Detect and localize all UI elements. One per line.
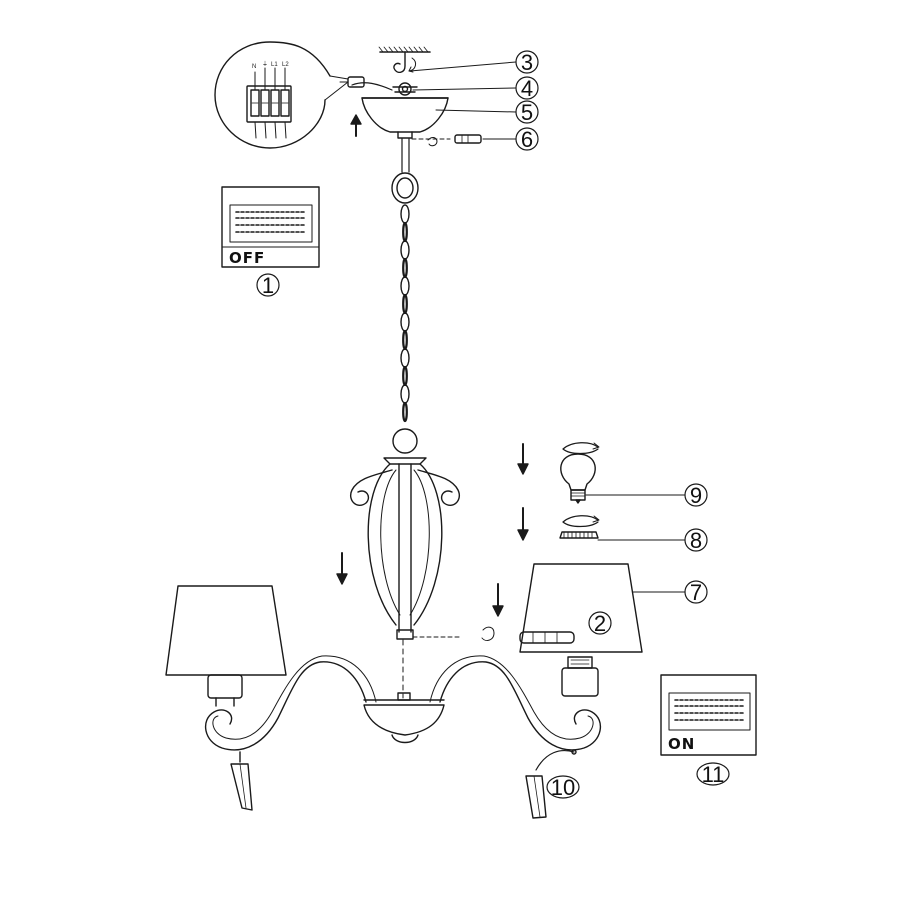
leader-lines <box>409 61 686 593</box>
callout-circle-8 <box>684 528 708 552</box>
down-arrow-body <box>336 552 348 585</box>
left-crystal <box>230 751 253 811</box>
callout-4: 4 <box>521 76 533 101</box>
body-screw <box>481 626 575 644</box>
callout-circle-9 <box>684 483 708 507</box>
chain-link <box>400 384 410 404</box>
chain-link <box>402 293 408 315</box>
canopy <box>361 97 449 139</box>
canopy-screw <box>411 134 482 147</box>
down-arrow-screw <box>492 583 504 617</box>
callout-3: 3 <box>521 50 533 75</box>
callout-circle-3 <box>515 50 539 74</box>
light-bulb <box>560 442 600 504</box>
ceiling-hatch <box>378 46 431 53</box>
terminal-inset <box>214 41 349 149</box>
right-lampholder <box>561 656 599 697</box>
chain-link <box>400 348 410 368</box>
terminal-label-l2: L2 <box>282 62 289 68</box>
chain-link <box>400 240 410 260</box>
switch-box-off <box>221 186 320 268</box>
callout-circle-5 <box>515 100 539 124</box>
exploded-shade <box>519 563 643 653</box>
callout-7: 7 <box>690 580 702 605</box>
chain-link <box>402 329 408 351</box>
callout-circle-6 <box>515 127 539 151</box>
chain-link <box>402 221 408 243</box>
callout-8: 8 <box>690 528 702 553</box>
callout-circle-11 <box>696 762 730 786</box>
chain <box>391 138 419 423</box>
left-shade <box>165 585 287 676</box>
terminal-label-l1: L1 <box>271 62 278 68</box>
chain-link <box>402 401 408 423</box>
switch-on-label: ON <box>668 735 695 753</box>
left-arm <box>204 655 377 751</box>
callout-9: 9 <box>690 483 702 508</box>
callout-6: 6 <box>521 127 533 152</box>
callout-circle-1 <box>256 273 280 297</box>
right-arm <box>429 655 602 751</box>
chain-link <box>400 312 410 332</box>
right-crystal <box>525 749 577 819</box>
callout-numbers: 3 4 5 6 1 9 8 7 2 10 11 OFF ON N ⏚ L1 L2 <box>229 50 724 800</box>
callout-1: 1 <box>262 273 274 298</box>
mounting-bracket <box>392 82 418 96</box>
chain-link <box>400 204 410 224</box>
shade-ring <box>559 515 600 539</box>
chain-link <box>400 276 410 296</box>
ceiling-hook <box>393 51 417 74</box>
callout-11: 11 <box>702 762 725 787</box>
callout-10: 10 <box>551 775 575 800</box>
down-arrow-ring <box>517 507 529 541</box>
callout-2: 2 <box>594 611 606 636</box>
callout-circle-4 <box>515 76 539 100</box>
callout-circles <box>256 50 730 799</box>
switch-off-label: OFF <box>229 249 265 267</box>
callout-circle-2 <box>588 611 612 635</box>
terminal-label-n: N <box>252 64 256 70</box>
terminal-label-earth: ⏚ <box>262 61 268 68</box>
central-stem <box>350 428 460 640</box>
down-arrow-bulb <box>517 443 529 475</box>
left-lampholder <box>207 674 243 707</box>
callout-circle-7 <box>684 580 708 604</box>
chain-link <box>402 257 408 279</box>
assembly-guides <box>402 636 463 699</box>
callout-circle-10 <box>546 775 580 799</box>
switch-box-on <box>660 674 757 756</box>
chain-link <box>402 365 408 387</box>
lift-arrow <box>350 114 362 137</box>
callout-5: 5 <box>521 100 533 125</box>
